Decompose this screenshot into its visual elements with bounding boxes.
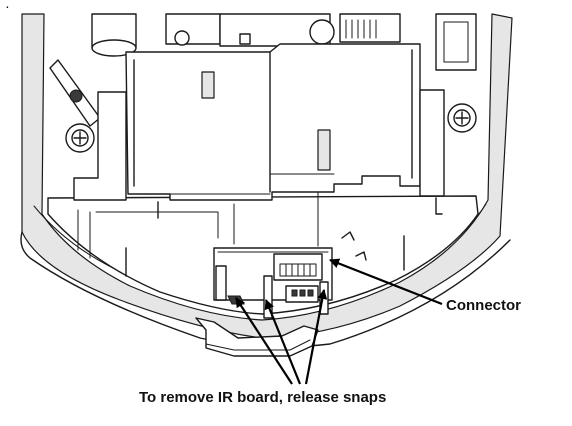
left-screw [65, 123, 95, 153]
corner-mark: . [6, 0, 9, 11]
board-connector [273, 253, 323, 281]
snaps-callout-arrows [235, 289, 328, 385]
right-screw [447, 103, 477, 133]
center-bracket [73, 43, 445, 201]
lower-connector [285, 285, 319, 303]
connector-callout-arrow [329, 258, 443, 306]
release-snaps-label: To remove IR board, release snaps [139, 389, 387, 406]
top-components [49, 13, 477, 127]
floor-clips [125, 197, 443, 277]
connector-label: Connector [446, 297, 521, 314]
